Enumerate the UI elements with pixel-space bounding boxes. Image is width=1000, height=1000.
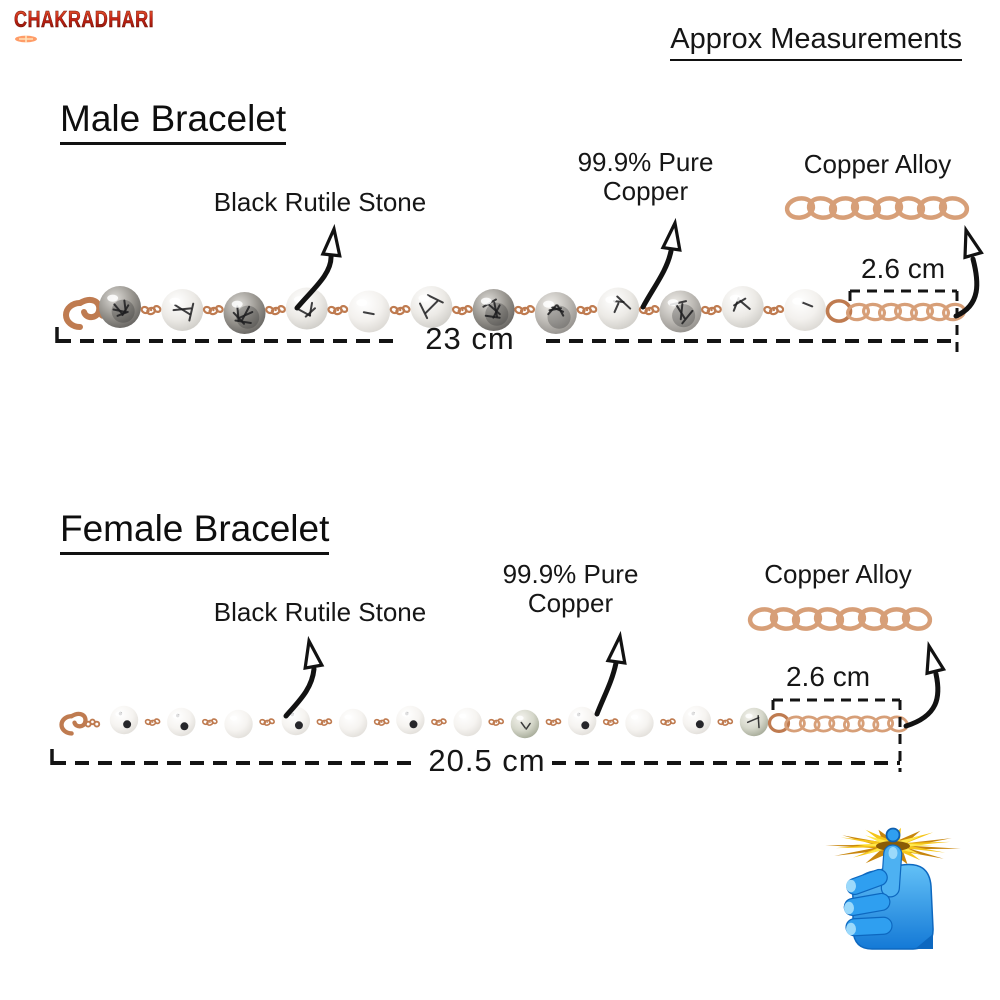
- male-total-measurement: 23 cm: [425, 321, 515, 356]
- approx-measurements-text: Approx Measurements: [670, 23, 962, 61]
- copper-wire-link: [576, 305, 598, 316]
- brand-logo-text-block: CHAKRADHARI: [6, 6, 166, 43]
- female-section-title-text: Female Bracelet: [60, 508, 330, 555]
- copper-wire-link: [701, 305, 722, 316]
- copper-wire-link: [327, 305, 349, 316]
- brand-logo-graphic: [825, 827, 961, 950]
- brand-name-text: CHAKRADHARI: [14, 6, 154, 32]
- annotation-arrow-icon: [294, 223, 342, 311]
- copper-wire-link: [660, 718, 676, 726]
- brand-flare-sparkle-icon: [19, 35, 33, 43]
- copper-wire-link: [638, 305, 660, 316]
- copper-wire-link: [514, 305, 536, 316]
- copper-wire-link: [763, 305, 785, 316]
- copper-wire-link: [316, 718, 333, 726]
- male-alloy-label: Copper Alloy: [803, 149, 952, 179]
- measurement-lines: [50, 327, 953, 765]
- male-copper-label: 99.9% Pure Copper: [543, 148, 748, 205]
- female-extension-measurement: 2.6 cm: [785, 661, 871, 692]
- copper-wire-link: [717, 718, 734, 726]
- copper-wire-link: [602, 718, 619, 726]
- male-section-title-text: Male Bracelet: [60, 98, 287, 145]
- female-section-title: Female Bracelet: [60, 508, 330, 555]
- copper-wire-link: [140, 305, 162, 316]
- copper-wire-link: [545, 718, 562, 726]
- female-alloy-label: Copper Alloy: [764, 559, 912, 589]
- copper-wire-link: [373, 718, 390, 726]
- male-copper-label-line1: 99.9% Pure: [577, 147, 714, 177]
- female-stone-label: Black Rutile Stone: [213, 597, 427, 627]
- copper-wire-link: [201, 718, 218, 726]
- female-copper-alloy-chain-closeup: [747, 607, 933, 631]
- copper-wire-link: [265, 305, 287, 316]
- female-copper-label-line2: Copper: [527, 587, 614, 618]
- female-copper-label-line1: 99.9% Pure: [502, 559, 639, 589]
- male-copper-label-line2: Copper: [602, 175, 689, 206]
- copper-wire-link: [488, 718, 505, 726]
- male-bracelet-photo: [63, 286, 967, 334]
- copper-wire-link: [259, 718, 275, 726]
- male-extension-measurement: 2.6 cm: [860, 253, 946, 284]
- male-copper-alloy-chain-closeup: [784, 196, 970, 220]
- annotation-arrow-icon: [953, 225, 984, 319]
- copper-wire-link: [451, 305, 473, 316]
- extension-brackets: [771, 289, 959, 772]
- female-bracelet-photo: [59, 705, 909, 739]
- female-total-measurement: 20.5 cm: [428, 743, 546, 778]
- male-stone-label: Black Rutile Stone: [213, 187, 427, 217]
- annotation-arrow-icon: [903, 641, 947, 729]
- approx-measurements-title: Approx Measurements: [670, 23, 962, 61]
- annotation-arrow-icon: [283, 635, 325, 719]
- female-copper-label: 99.9% Pure Copper: [468, 560, 673, 617]
- copper-wire-link: [144, 718, 161, 726]
- blue-hand-icon: [843, 844, 934, 950]
- copper-wire-link: [389, 305, 411, 316]
- copper-wire-link: [202, 305, 224, 316]
- male-section-title: Male Bracelet: [60, 98, 287, 145]
- copper-wire-link: [431, 718, 447, 726]
- annotation-arrow-icon: [640, 217, 682, 310]
- chakra-hub-icon: [885, 827, 901, 843]
- annotation-arrow-icon: [594, 630, 627, 717]
- copper-s-hook-clasp: [59, 711, 101, 736]
